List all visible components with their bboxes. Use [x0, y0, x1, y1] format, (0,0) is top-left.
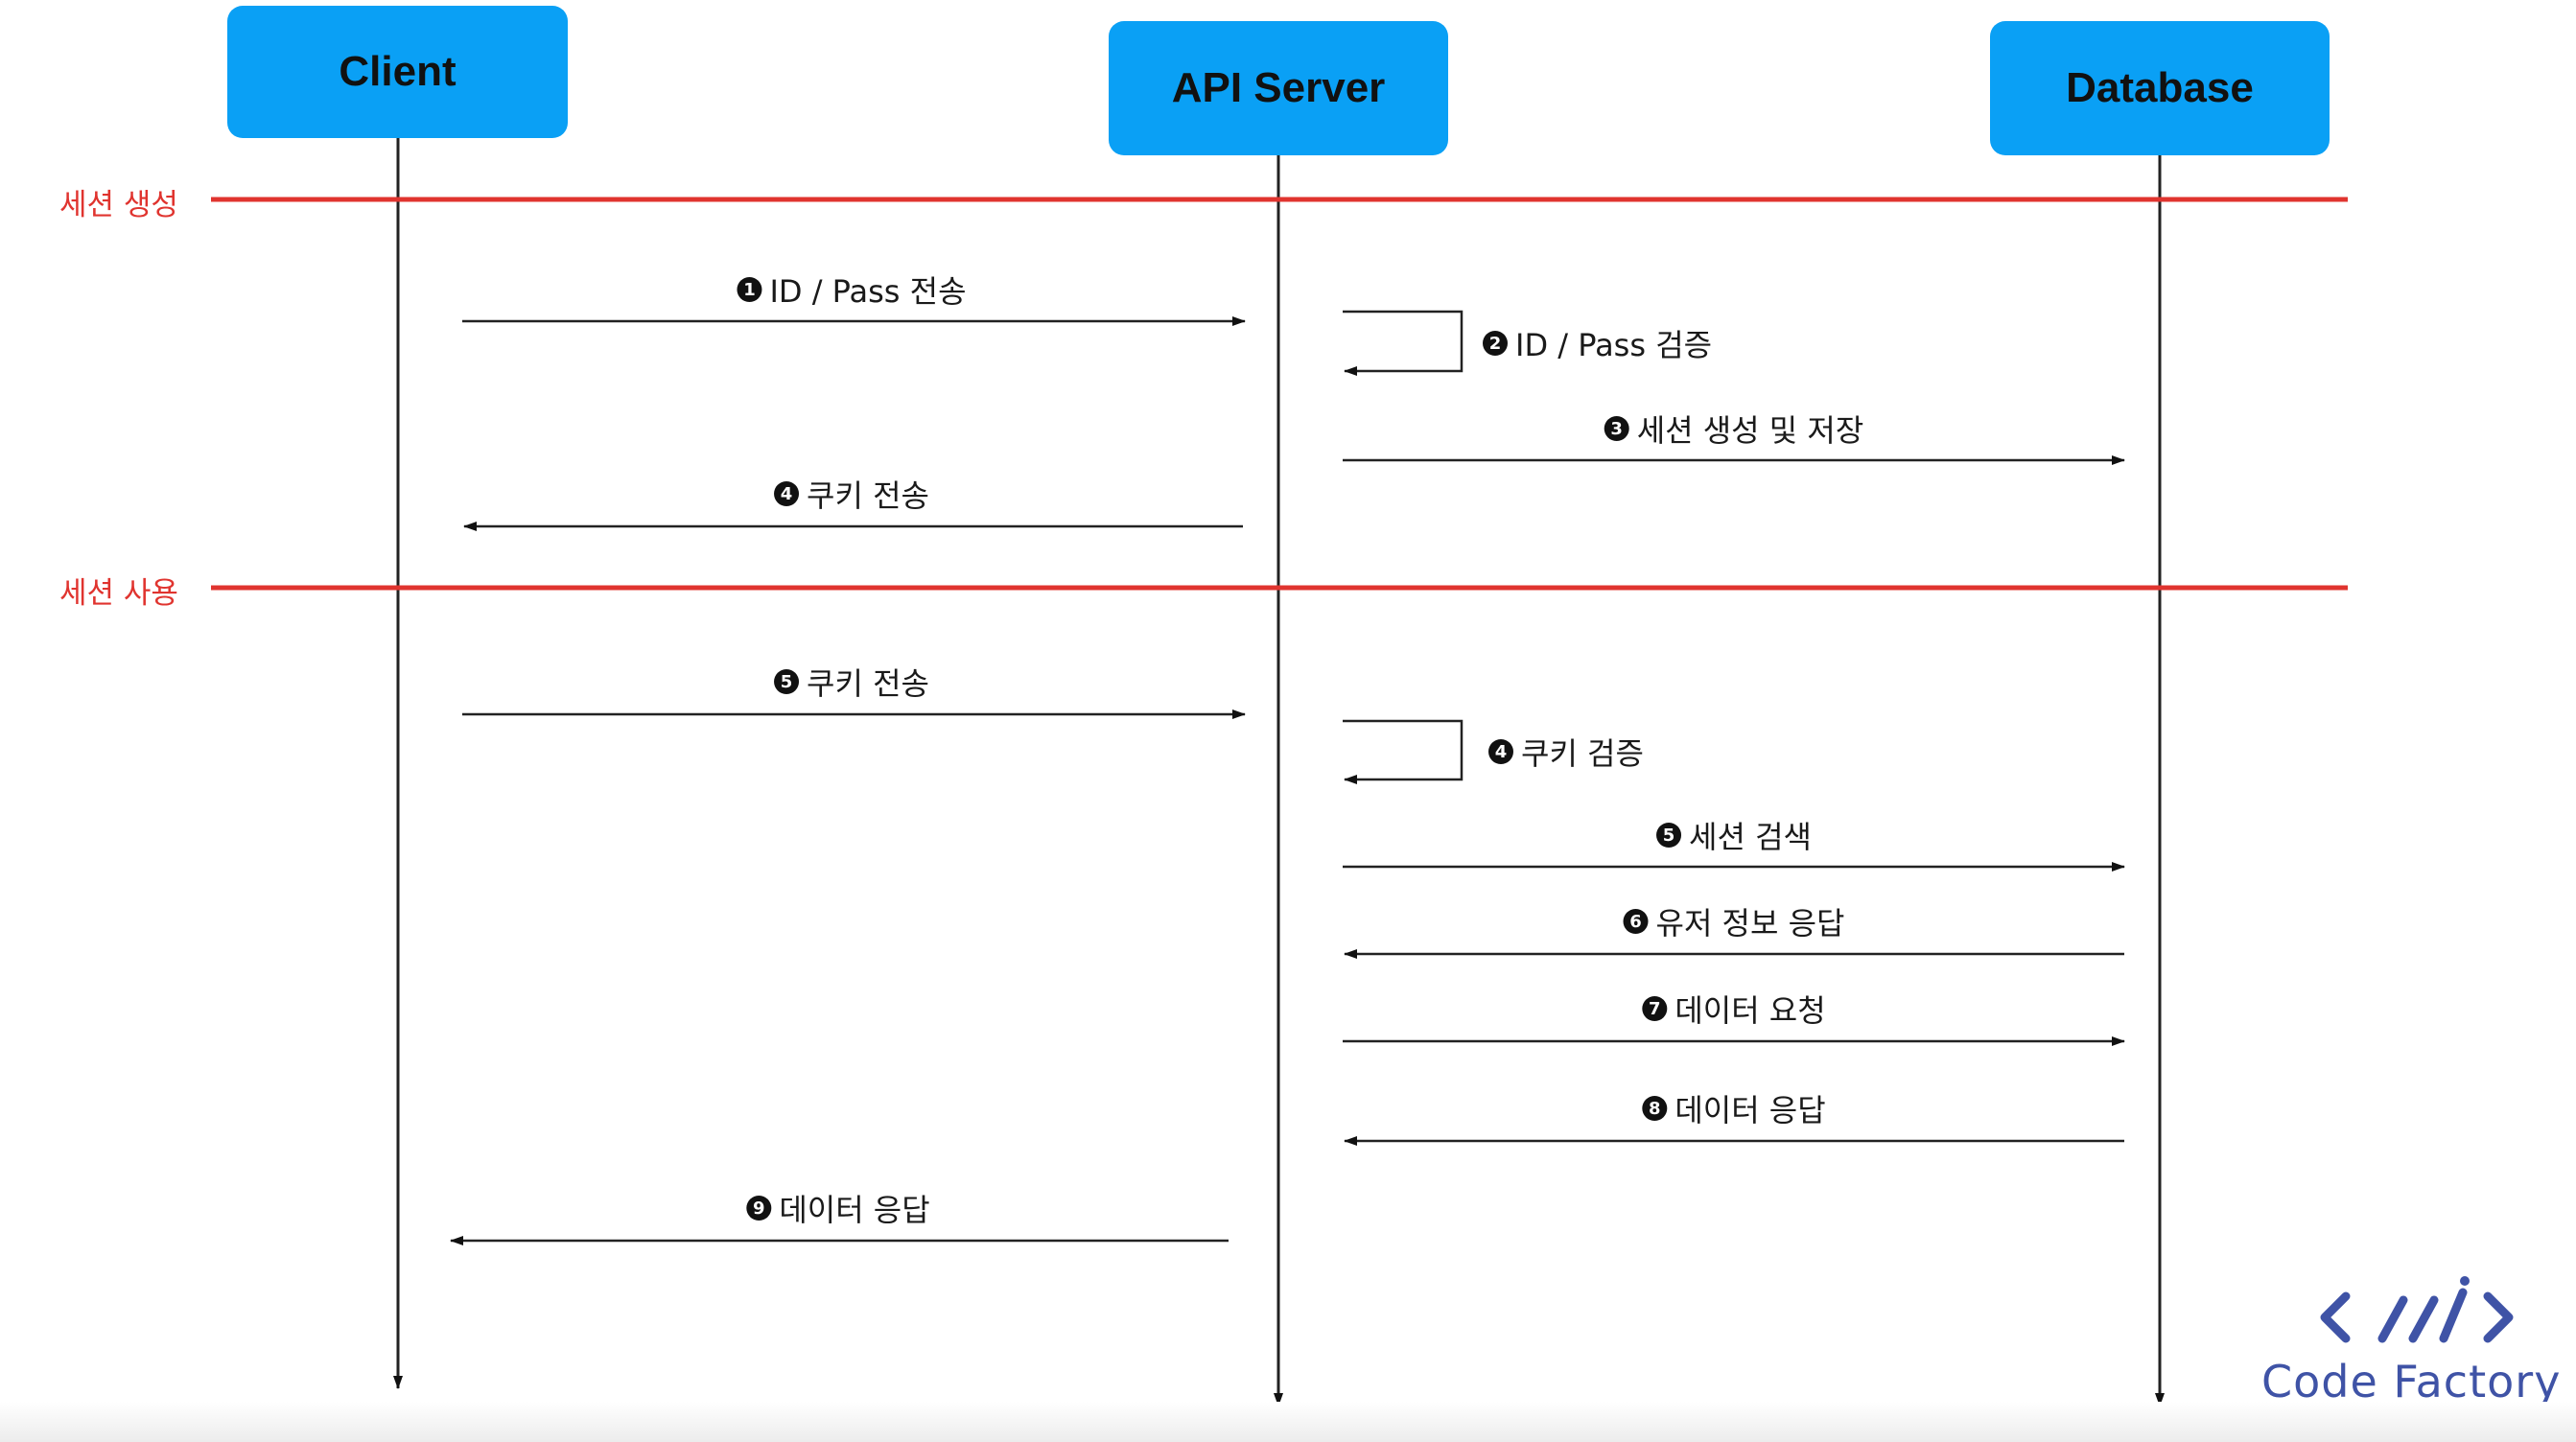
step-number: 7	[1642, 996, 1668, 1021]
message-label-6: 4 쿠키 검증	[1488, 730, 1644, 774]
message-label-7: 5 세션 검색	[1656, 813, 1812, 857]
message-label-2: 2 ID / Pass 검증	[1483, 321, 1712, 365]
message-text: 쿠키 전송	[807, 665, 929, 702]
actor-client-label: Client	[339, 48, 457, 95]
step-number: 5	[1656, 823, 1682, 848]
step-number: 3	[1604, 416, 1629, 441]
message-text: 유저 정보 응답	[1655, 905, 1845, 942]
step-number: 9	[746, 1196, 772, 1221]
actor-database: Database	[1990, 21, 2330, 155]
step-number: 1	[737, 277, 762, 302]
actor-api-server-label: API Server	[1171, 64, 1386, 111]
message-text: 데이터 응답	[1674, 1092, 1826, 1128]
message-text: ID / Pass 전송	[769, 273, 967, 310]
message-text: 데이터 응답	[779, 1192, 930, 1228]
logo-text: Code Factory	[2261, 1356, 2562, 1407]
code-brackets-icon	[2320, 1276, 2514, 1343]
message-text: 데이터 요청	[1674, 992, 1826, 1029]
message-label-5: 5 쿠키 전송	[774, 660, 929, 704]
message-label-8: 6 유저 정보 응답	[1623, 899, 1845, 943]
message-text: 세션 검색	[1689, 819, 1812, 855]
message-text: 쿠키 전송	[807, 477, 929, 514]
step-number: 4	[1488, 739, 1513, 764]
message-arrow-6	[1343, 719, 1464, 784]
bottom-shadow	[0, 1402, 2576, 1442]
step-number: 5	[774, 669, 800, 694]
step-number: 4	[774, 481, 800, 506]
step-number: 6	[1623, 909, 1649, 934]
phase-label-session-create: 세션 생성	[59, 188, 178, 222]
phase-label-session-use: 세션 사용	[59, 576, 178, 611]
message-text: 세션 생성 및 저장	[1636, 412, 1864, 449]
message-label-1: 1 ID / Pass 전송	[737, 267, 967, 312]
code-factory-logo: Code Factory	[2254, 1275, 2561, 1419]
message-label-11: 9 데이터 응답	[746, 1186, 930, 1230]
message-text: 쿠키 검증	[1521, 735, 1644, 772]
step-number: 2	[1483, 331, 1508, 356]
message-label-9: 7 데이터 요청	[1642, 987, 1826, 1031]
message-text: ID / Pass 검증	[1515, 327, 1713, 363]
actor-database-label: Database	[2066, 64, 2254, 111]
message-label-4: 4 쿠키 전송	[774, 472, 929, 516]
message-label-10: 8 데이터 응답	[1642, 1086, 1826, 1130]
actor-api-server: API Server	[1109, 21, 1448, 155]
actor-client: Client	[227, 6, 568, 138]
step-number: 8	[1642, 1096, 1668, 1121]
message-arrow-2	[1343, 310, 1464, 376]
message-label-3: 3 세션 생성 및 저장	[1604, 407, 1864, 451]
